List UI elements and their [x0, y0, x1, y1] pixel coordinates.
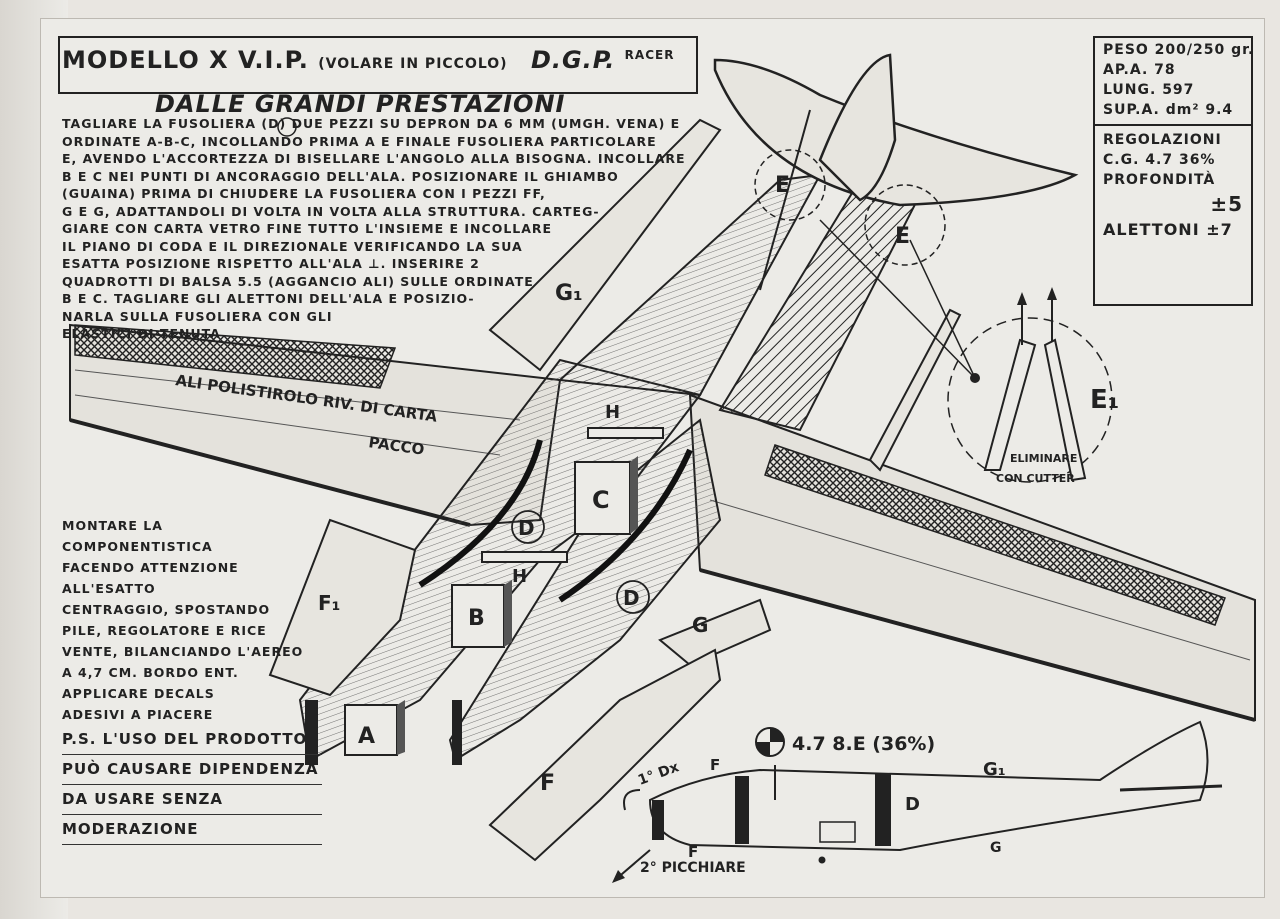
- instruction-line: IL PIANO DI CODA E IL DIREZIONALE VERIFI…: [62, 238, 523, 254]
- note-line: MONTARE LA COMPONENTISTICA: [62, 518, 213, 554]
- spec-weight: PESO 200/250 gr.: [1103, 42, 1255, 58]
- cg-symbol: [755, 727, 785, 757]
- instruction-line: B E C NEI PUNTI DI ANCORAGGIO DELL'ALA. …: [62, 168, 619, 184]
- label-d-right: D: [623, 586, 640, 610]
- spec-divider: [1095, 124, 1251, 126]
- note-line: APPLICARE DECALS: [62, 686, 215, 701]
- instruction-line: ESATTA POSIZIONE RISPETTO ALL'ALA ⊥. INS…: [62, 256, 480, 271]
- spec-length: LUNG. 597: [1103, 82, 1195, 98]
- label-g1: G₁: [555, 281, 583, 306]
- note-line: A 4,7 cm. BORDO ENT.: [62, 665, 239, 680]
- spec-box: PESO 200/250 gr. AP.A. 78 LUNG. 597 SUP.…: [1093, 36, 1253, 306]
- step-dive-note: 2° PICCHIARE: [640, 860, 746, 876]
- spec-elevator-label: PROFONDITÀ: [1103, 172, 1216, 188]
- spec-wingspan: AP.A. 78: [1103, 62, 1176, 78]
- instruction-line: NARLA SULLA FUSOLIERA CON GLI: [62, 308, 333, 324]
- side-panels-g: [488, 118, 962, 667]
- circled-d-right: [616, 580, 650, 614]
- note-line: CENTRAGGIO, SPOSTANDO: [62, 602, 271, 617]
- ps-line: PUÒ CAUSARE DIPENDENZA: [62, 755, 322, 785]
- note-line: VENTE, BILANCIANDO L'AEREO: [62, 644, 304, 659]
- title-box: [58, 36, 698, 94]
- model-subtitle: DALLE GRANDI PRESTAZIONI: [155, 90, 566, 118]
- label-f: F: [540, 771, 555, 796]
- label-h-top: H: [605, 402, 620, 423]
- instruction-line: ORDINATE A-B-C, INCOLLANDO PRIMA A E FIN…: [62, 133, 657, 149]
- cg-note: 4.7 8.E (36%): [792, 733, 935, 755]
- assembly-instructions: TAGLIARE LA FUSOLIERA (D) DUE PEZZI SU D…: [62, 115, 686, 343]
- step-right-note: 1° Dx: [636, 759, 681, 788]
- left-wing: [69, 323, 562, 527]
- instruction-line: E, AVENDO L'ACCORTEZZA DI BISELLARE L'AN…: [62, 151, 686, 166]
- note-line: PILE, REGOLATORE E RICE: [62, 623, 267, 638]
- label-d-left: D: [518, 516, 535, 540]
- former-b: [451, 580, 512, 648]
- label-e-left: E: [775, 173, 790, 198]
- side-profile: [612, 720, 1223, 883]
- label-g1-profile: G₁: [983, 759, 1006, 780]
- note-line: ADESIVI A PIACERE: [62, 707, 214, 722]
- detail-circles: [754, 149, 1113, 483]
- label-d-profile: D: [905, 794, 920, 815]
- belly-piece-f: [488, 648, 722, 862]
- balsa-square-h-bottom: [481, 551, 568, 563]
- instruction-line: B E C. TAGLIARE GLI ALETTONI DELL'ALA E …: [62, 291, 475, 306]
- label-f1: F₁: [318, 591, 340, 615]
- instruction-line: (GUAINA) PRIMA DI CHIUDERE LA FUSOLIERA …: [62, 186, 546, 201]
- tail-plane: [713, 53, 1079, 291]
- instruction-line: QUADROTTI DI BALSA 5.5 (AGGANCIO ALI) SU…: [62, 273, 534, 289]
- label-f-profile: F: [710, 756, 720, 774]
- model-name: MODELLO X V.I.P.: [62, 46, 309, 74]
- instruction-line: TAGLIARE LA FUSOLIERA (D) DUE PEZZI SU D…: [62, 116, 681, 131]
- component-notes: MONTARE LA COMPONENTISTICA FACENDO ATTENZ…: [62, 515, 312, 725]
- instruction-line: ELASTICI DI TENUTA: [62, 326, 221, 341]
- spec-ailerons: ALETTONI ±7: [1103, 220, 1233, 239]
- circled-d-mark: [277, 117, 297, 137]
- side-piece-f1: [268, 518, 417, 697]
- note-line: FACENDO ATTENZIONE ALL'ESATTO: [62, 560, 239, 596]
- right-wing: [688, 393, 1256, 722]
- model-title: MODELLO X V.I.P. (VOLARE IN PICCOLO) D.G…: [62, 46, 674, 74]
- label-e1: E₁: [1090, 385, 1119, 415]
- ps-line: MODERAZIONE: [62, 815, 322, 845]
- spec-cg: C.G. 4.7 36%: [1103, 152, 1216, 168]
- model-code-suffix: RACER: [624, 48, 675, 62]
- label-g-profile: G: [990, 840, 1002, 856]
- label-a: A: [358, 724, 375, 749]
- spec-wing-area: SUP.A. dm² 9.4: [1103, 102, 1234, 118]
- label-g: G: [692, 613, 708, 637]
- instruction-line: G E G, ADATTANDOLI DI VOLTA IN VOLTA ALL…: [62, 203, 600, 219]
- circled-d-left: [511, 510, 545, 544]
- model-name-note: (VOLARE IN PICCOLO): [318, 56, 508, 72]
- spec-elevator-value: ±5: [1210, 192, 1243, 216]
- label-h-bottom: H: [512, 566, 527, 587]
- balsa-square-h-top: [587, 427, 664, 439]
- label-b: B: [468, 606, 485, 631]
- label-c: C: [592, 486, 610, 514]
- spec-settings-title: REGOLAZIONI: [1103, 132, 1222, 148]
- label-e-right: E: [895, 224, 910, 249]
- model-code: D.G.P.: [530, 46, 616, 74]
- ps-line: P.S. L'USO DEL PRODOTTO: [62, 725, 322, 755]
- cutter-note: ELIMINARE: [1010, 452, 1077, 465]
- cutter-note-2: CON CUTTER: [996, 472, 1075, 485]
- instruction-line: GIARE CON CARTA VETRO FINE TUTTO L'INSIE…: [62, 221, 553, 236]
- label-f-profile-bottom: F: [688, 843, 698, 861]
- ps-line: DA USARE SENZA: [62, 785, 322, 815]
- former-c: [574, 456, 638, 535]
- former-a: [344, 700, 405, 756]
